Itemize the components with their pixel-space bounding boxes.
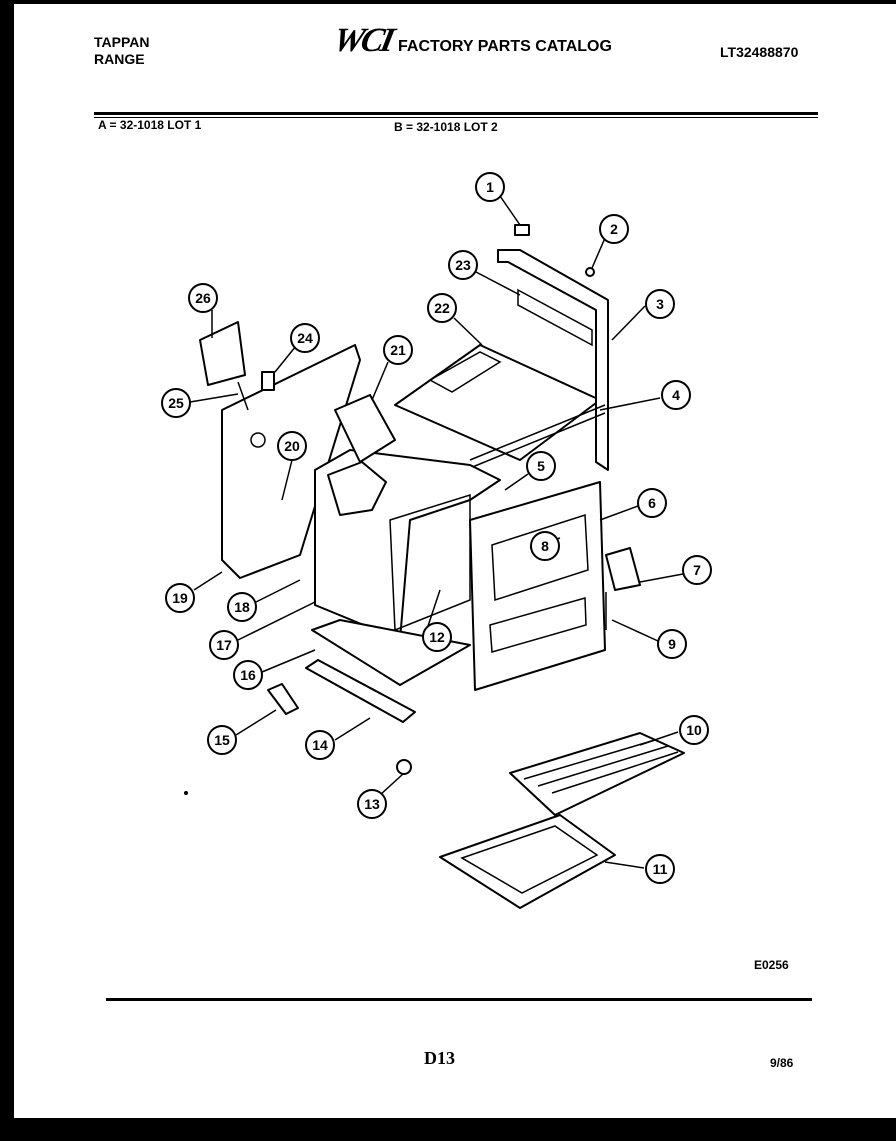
clip-24 — [261, 371, 275, 391]
callout-8: 8 — [530, 531, 560, 561]
liner-flange — [327, 461, 387, 516]
callout-17: 17 — [209, 630, 239, 660]
callout-10: 10 — [679, 715, 709, 745]
page-number: D13 — [424, 1048, 455, 1068]
header-rule-thin — [94, 117, 818, 118]
callout-26-label: 26 — [195, 290, 211, 306]
vent-duct — [334, 394, 396, 463]
callout-18-label: 18 — [234, 599, 250, 615]
callout-12-label: 12 — [429, 629, 445, 645]
callout-22: 22 — [427, 293, 457, 323]
callout-17-label: 17 — [216, 637, 232, 653]
callout-13-label: 13 — [364, 796, 380, 812]
callout-25-label: 25 — [168, 395, 184, 411]
callout-26: 26 — [188, 283, 218, 313]
model-number: LT32488870 — [720, 44, 799, 60]
callout-24-label: 24 — [297, 330, 313, 346]
top-panel — [394, 344, 601, 461]
callout-5: 5 — [526, 451, 556, 481]
callout-9: 9 — [657, 629, 687, 659]
callout-14: 14 — [305, 730, 335, 760]
callout-19-label: 19 — [172, 590, 188, 606]
catalog-date: 9/86 — [770, 1056, 794, 1070]
side-panel-hole — [250, 432, 266, 448]
callout-1-label: 1 — [486, 179, 494, 195]
callout-8-label: 8 — [541, 538, 549, 554]
callout-6: 6 — [637, 488, 667, 518]
spring-25 — [237, 381, 249, 411]
callout-15: 15 — [207, 725, 237, 755]
callout-20-label: 20 — [284, 438, 300, 454]
bracket-26 — [199, 321, 246, 386]
door-window — [491, 513, 589, 602]
callout-16: 16 — [233, 660, 263, 690]
lot-a-label: A = 32-1018 LOT 1 — [98, 118, 202, 132]
lot-b-label: B = 32-1018 LOT 2 — [394, 120, 498, 134]
back-panel-vent — [517, 288, 593, 347]
stray-mark — [184, 791, 188, 795]
catalog-sheet — [14, 4, 896, 1118]
oven-bottom — [311, 619, 471, 686]
bracket — [267, 683, 299, 715]
callout-11: 11 — [645, 854, 675, 884]
header-rule-thick — [94, 112, 818, 115]
oven-rack — [509, 732, 685, 816]
back-panel — [497, 249, 609, 471]
door-lower-panel — [489, 597, 587, 653]
broiler-pan — [439, 814, 616, 909]
callout-7-label: 7 — [693, 562, 701, 578]
callout-22-label: 22 — [434, 300, 450, 316]
callout-5-label: 5 — [537, 458, 545, 474]
top-clip — [514, 224, 530, 236]
callout-2: 2 — [599, 214, 629, 244]
callout-4-label: 4 — [672, 387, 680, 403]
callout-1: 1 — [475, 172, 505, 202]
leveling-leg — [396, 759, 412, 775]
callout-19: 19 — [165, 583, 195, 613]
callout-21: 21 — [383, 335, 413, 365]
callout-24: 24 — [290, 323, 320, 353]
callout-23-label: 23 — [455, 257, 471, 273]
door-hinge — [605, 547, 641, 591]
callout-11-label: 11 — [653, 861, 668, 877]
callout-25: 25 — [161, 388, 191, 418]
callout-20: 20 — [277, 431, 307, 461]
catalog-title: FACTORY PARTS CATALOG — [398, 38, 612, 55]
callout-16-label: 16 — [240, 667, 256, 683]
callout-3: 3 — [645, 289, 675, 319]
brand-name: TAPPAN RANGE — [94, 34, 149, 68]
callout-14-label: 14 — [312, 737, 328, 753]
oven-liner-opening — [389, 493, 471, 632]
callout-23: 23 — [448, 250, 478, 280]
callout-6-label: 6 — [648, 495, 656, 511]
brand-line-2: RANGE — [94, 51, 145, 67]
callout-2-label: 2 — [610, 221, 618, 237]
callout-7: 7 — [682, 555, 712, 585]
callout-21-label: 21 — [390, 342, 406, 358]
callout-10-label: 10 — [686, 722, 702, 738]
drawer-support — [305, 659, 416, 723]
callout-9-label: 9 — [668, 636, 676, 652]
back-screw — [585, 267, 595, 277]
callout-18: 18 — [227, 592, 257, 622]
brand-line-1: TAPPAN — [94, 34, 150, 50]
callout-13: 13 — [357, 789, 387, 819]
callout-4: 4 — [661, 380, 691, 410]
broiler-pan-inner — [460, 825, 599, 894]
diagram-code: E0256 — [754, 958, 789, 972]
callout-12: 12 — [422, 622, 452, 652]
callout-15-label: 15 — [214, 732, 230, 748]
footer-rule — [106, 998, 812, 1001]
top-panel-slot — [428, 351, 502, 393]
callout-3-label: 3 — [656, 296, 664, 312]
side-rail-lower — [469, 412, 606, 469]
side-rail — [469, 404, 606, 461]
